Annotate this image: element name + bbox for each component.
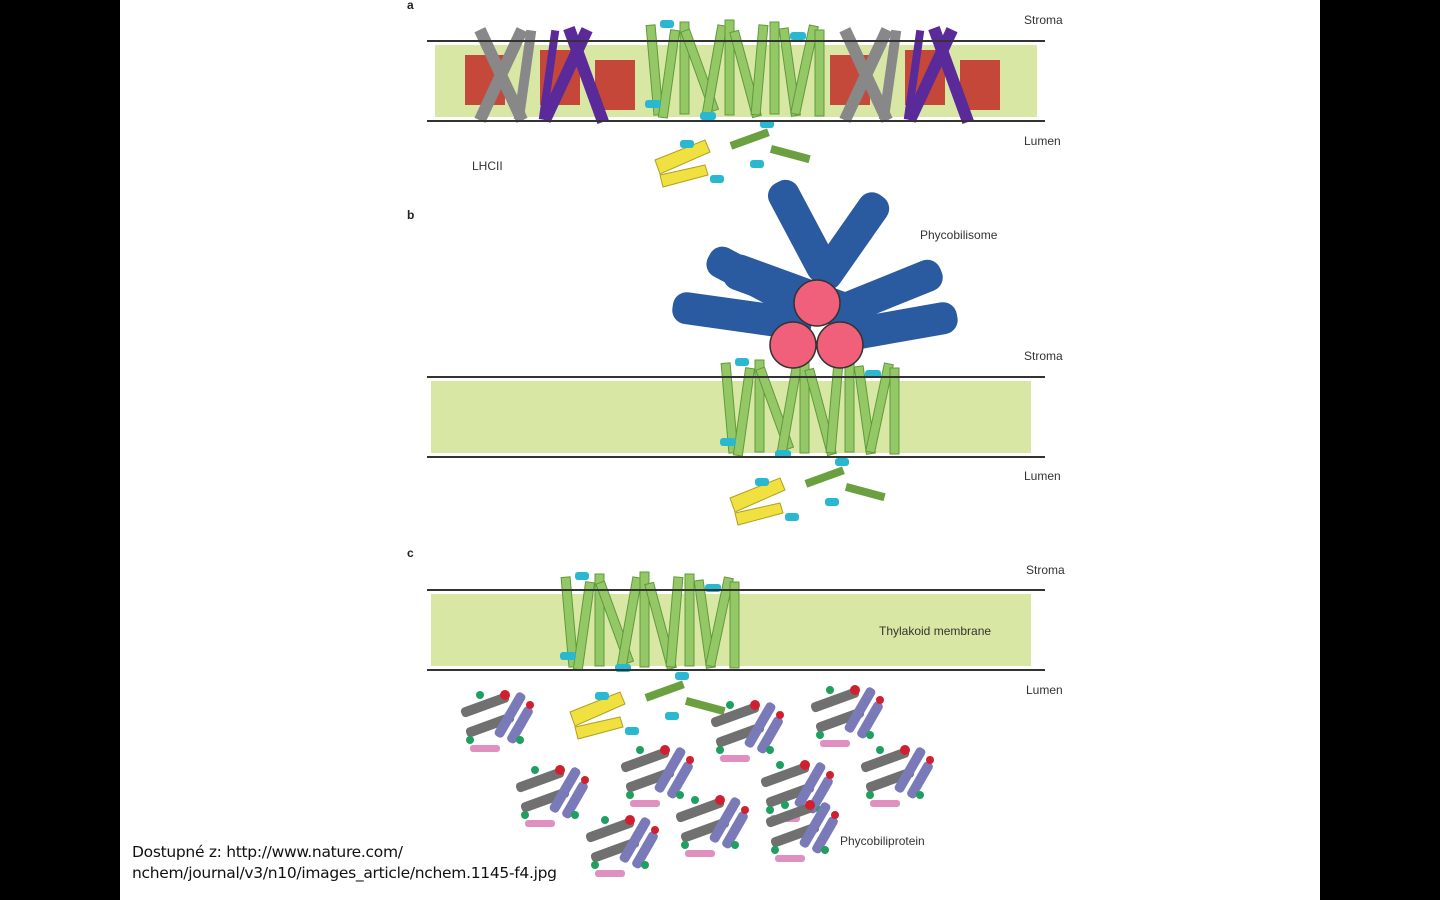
- panel-c-stroma-label: Stroma: [1026, 563, 1065, 577]
- panel-c-lumen-label: Lumen: [1026, 683, 1063, 697]
- panel-c-letter: c: [407, 546, 414, 560]
- photosystem-figure: [427, 19, 1045, 877]
- source-caption: Dostupné z: http://www.nature.com/ nchem…: [132, 842, 557, 884]
- phycobiliprotein-label: Phycobiliprotein: [840, 834, 925, 848]
- caption-line-2: nchem/journal/v3/n10/images_article/nche…: [132, 864, 557, 882]
- panel-a-lumen-label: Lumen: [1024, 134, 1061, 148]
- caption-line-1: Dostupné z: http://www.nature.com/: [132, 843, 403, 861]
- phycobilisome-rods: [672, 179, 958, 350]
- panel-b-stroma-label: Stroma: [1024, 349, 1063, 363]
- slide: a Stroma Lumen LHCII b Phycobilisome Str…: [120, 0, 1320, 900]
- lhcii-label: LHCII: [472, 159, 503, 173]
- panel-b-letter: b: [407, 208, 415, 222]
- phycobilisome-label: Phycobilisome: [920, 228, 998, 242]
- panel-b-lumen-label: Lumen: [1024, 469, 1061, 483]
- phycobilisome-core: [769, 279, 864, 369]
- thylakoid-membrane-label: Thylakoid membrane: [879, 624, 992, 638]
- panel-a-stroma-label: Stroma: [1024, 13, 1063, 27]
- panel-a-letter: a: [407, 0, 414, 12]
